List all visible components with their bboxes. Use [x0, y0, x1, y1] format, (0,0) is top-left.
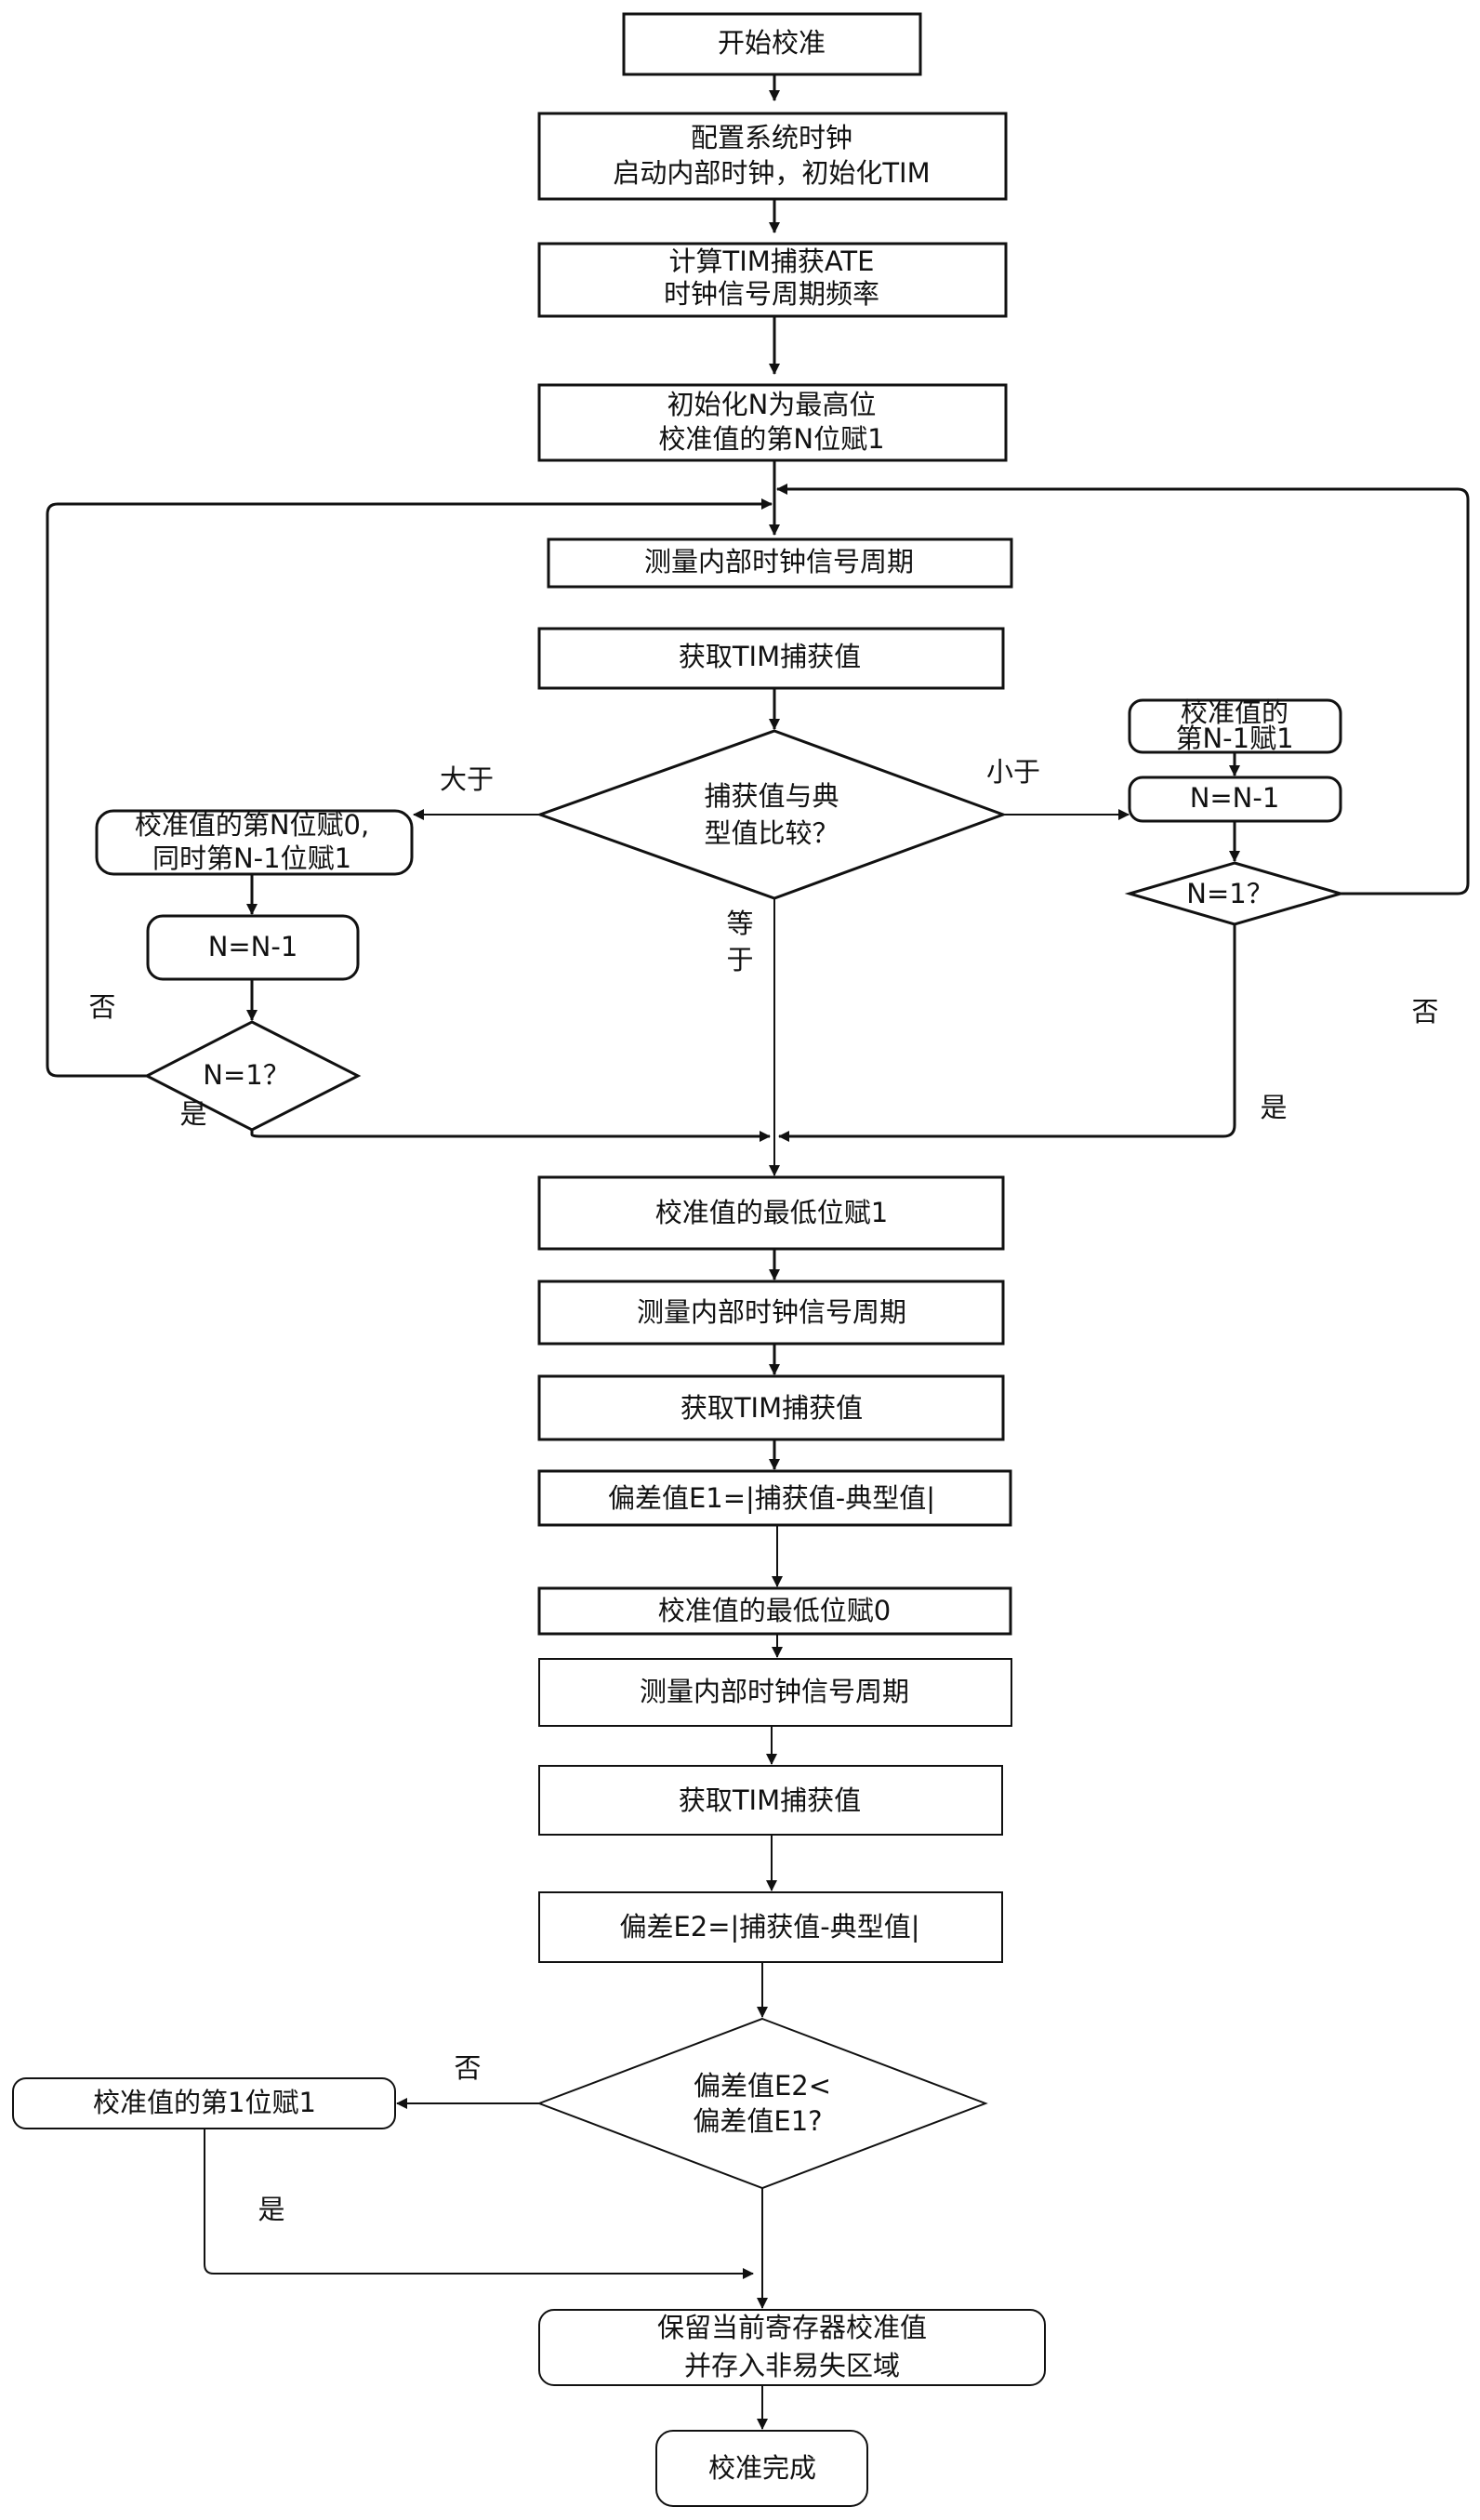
node-right-set-line1: 校准值的	[1181, 696, 1288, 728]
node-left-check: N=1？	[143, 1020, 362, 1132]
label-left-no: 否	[88, 991, 115, 1023]
node-calc: 计算TIM捕获ATE 时钟信号周期频率	[537, 242, 1008, 318]
node-capture-2: 获取TIM捕获值	[537, 1374, 1005, 1441]
loop-left-no	[46, 498, 773, 1078]
node-left-set: 校准值的第N位赋0, 同时第N-1位赋1	[95, 809, 414, 876]
node-capture-1: 获取TIM捕获值	[537, 627, 1005, 690]
node-capture-2-label: 获取TIM捕获值	[681, 1392, 863, 1424]
node-init-line1: 初始化N为最高位	[667, 389, 877, 420]
label-right-no: 否	[1411, 996, 1438, 1028]
edge-labels: 大于 小于 等 于 否 是 否 是 否 是	[88, 756, 1438, 2225]
node-capture-3-label: 获取TIM捕获值	[679, 1784, 861, 1816]
node-start: 开始校准	[622, 12, 922, 76]
node-calc-line2: 时钟信号周期频率	[664, 278, 879, 310]
node-right-set-line2: 第N-1赋1	[1175, 723, 1293, 754]
node-bit1-set-label: 校准值的第1位赋1	[93, 2087, 316, 2118]
node-lsb0: 校准值的最低位赋0	[537, 1586, 1012, 1636]
node-measure-3: 测量内部时钟信号周期	[538, 1658, 1012, 1727]
node-left-set-line2: 同时第N-1位赋1	[152, 842, 351, 874]
node-measure-1-label: 测量内部时钟信号周期	[644, 546, 914, 577]
node-done: 校准完成	[655, 2430, 868, 2507]
node-lsb1-label: 校准值的最低位赋1	[655, 1197, 888, 1228]
node-compare-line1: 捕获值与典	[704, 780, 839, 812]
node-config-line1: 配置系统时钟	[691, 122, 852, 153]
node-right-dec: N=N-1	[1128, 776, 1342, 823]
node-measure-1: 测量内部时钟信号周期	[547, 537, 1013, 589]
node-left-check-label: N=1？	[203, 1059, 289, 1091]
label-less: 小于	[986, 756, 1040, 788]
node-left-dec: N=N-1	[146, 914, 360, 981]
node-measure-2: 测量内部时钟信号周期	[537, 1280, 1005, 1346]
node-right-check-label: N=1？	[1186, 878, 1273, 909]
arrow-bit1-merge	[204, 2129, 754, 2279]
node-capture-1-label: 获取TIM捕获值	[679, 641, 861, 672]
node-e-compare: 偏差值E2< 偏差值E1?	[536, 2017, 988, 2190]
label-left-yes: 是	[179, 1098, 206, 1130]
node-right-set: 校准值的 第N-1赋1	[1128, 696, 1342, 754]
node-calc-line1: 计算TIM捕获ATE	[669, 245, 875, 277]
node-init: 初始化N为最高位 校准值的第N位赋1	[537, 383, 1008, 462]
node-e-compare-line1: 偏差值E2<	[694, 2070, 831, 2102]
node-save-line1: 保留当前寄存器校准值	[657, 2312, 927, 2343]
node-measure-3-label: 测量内部时钟信号周期	[640, 1676, 909, 1707]
node-measure-2-label: 测量内部时钟信号周期	[637, 1296, 906, 1328]
node-left-dec-label: N=N-1	[208, 931, 298, 962]
label-e-yes: 是	[258, 2194, 284, 2225]
node-compare-line2: 型值比较？	[704, 817, 839, 849]
node-config-line2: 启动内部时钟，初始化TIM	[613, 157, 930, 189]
node-save-line2: 并存入非易失区域	[684, 2350, 900, 2381]
node-right-check: N=1？	[1124, 861, 1346, 926]
loop-right-no	[776, 484, 1470, 895]
node-capture-3: 获取TIM捕获值	[538, 1765, 1003, 1836]
node-lsb1: 校准值的最低位赋1	[537, 1175, 1005, 1251]
merge-right-yes	[778, 924, 1236, 1142]
connectors	[46, 74, 1470, 2430]
label-right-yes: 是	[1260, 1092, 1287, 1123]
node-config: 配置系统时钟 启动内部时钟，初始化TIM	[537, 112, 1008, 201]
label-equal-1: 等	[726, 908, 753, 939]
node-lsb0-label: 校准值的最低位赋0	[658, 1595, 891, 1626]
merge-left-yes	[250, 1124, 771, 1142]
node-done-label: 校准完成	[708, 2452, 816, 2484]
node-e2: 偏差E2=|捕获值-典型值|	[538, 1891, 1003, 1963]
node-bit1-set: 校准值的第1位赋1	[12, 2077, 396, 2129]
node-e-compare-line2: 偏差值E1?	[693, 2105, 822, 2137]
node-save: 保留当前寄存器校准值 并存入非易失区域	[538, 2309, 1046, 2386]
node-right-dec-label: N=N-1	[1190, 782, 1280, 814]
node-compare: 捕获值与典 型值比较？	[535, 729, 1008, 900]
node-init-line2: 校准值的第N位赋1	[658, 423, 884, 455]
label-greater: 大于	[440, 763, 494, 795]
node-e1: 偏差值E1=|捕获值-典型值|	[537, 1469, 1012, 1527]
node-e1-label: 偏差值E1=|捕获值-典型值|	[608, 1482, 935, 1514]
label-equal-2: 于	[726, 944, 753, 975]
node-e2-label: 偏差E2=|捕获值-典型值|	[619, 1911, 919, 1943]
node-start-label: 开始校准	[718, 27, 826, 59]
node-left-set-line1: 校准值的第N位赋0,	[135, 809, 369, 841]
label-e-no: 否	[454, 2052, 481, 2084]
